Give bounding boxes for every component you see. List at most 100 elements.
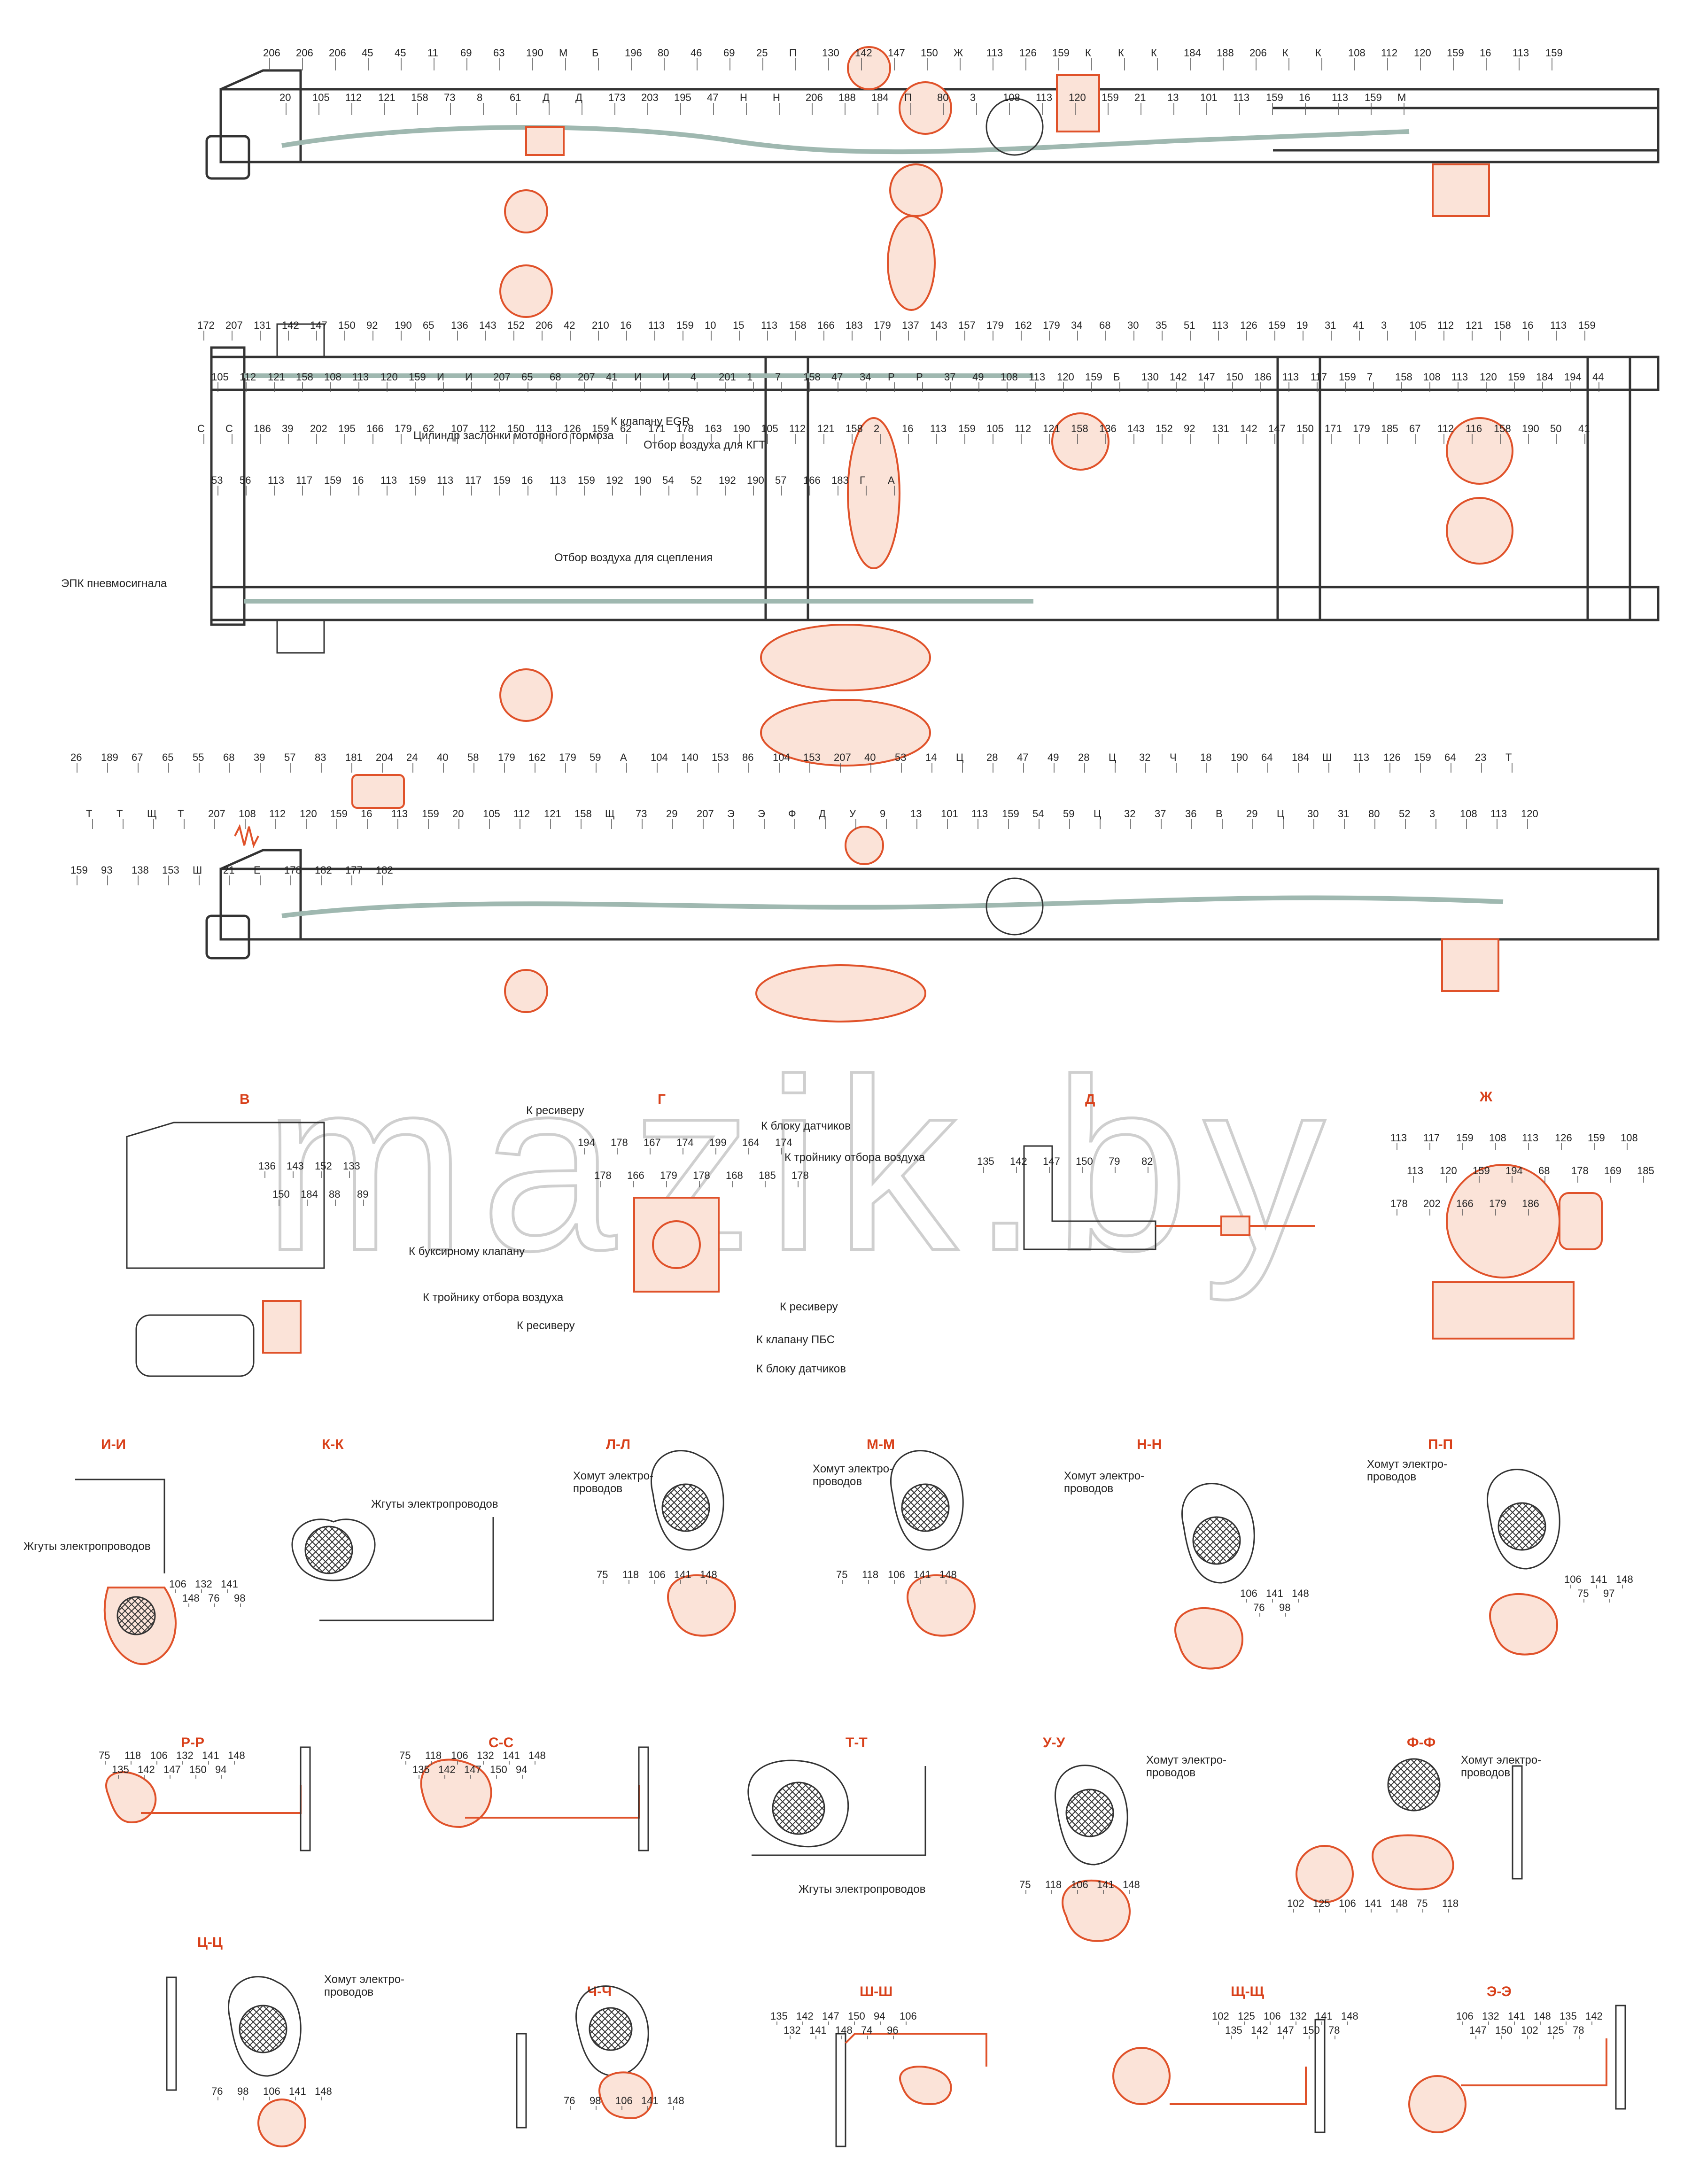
- callout-label: К: [1315, 47, 1321, 59]
- callout-label: 143: [479, 319, 497, 331]
- callout-label: 147: [1198, 371, 1215, 383]
- callout-label: 150: [848, 2010, 865, 2022]
- callout-label: 159: [1447, 47, 1464, 59]
- callout-label: 185: [1637, 1165, 1654, 1177]
- note-epk: ЭПК пневмосигнала: [61, 577, 167, 590]
- callout-label: 163: [705, 423, 722, 434]
- callout-label: 135: [1560, 2010, 1577, 2022]
- callout-label: 202: [1423, 1198, 1441, 1209]
- callout-label: 105: [483, 808, 500, 820]
- detail-g-title: Г: [658, 1092, 666, 1107]
- callout-label: 147: [1469, 2024, 1487, 2036]
- frame-web: [638, 1746, 649, 1851]
- hose-102: [1296, 1845, 1354, 1903]
- callout-label: 75: [1019, 1879, 1031, 1890]
- callout-label: 57: [284, 751, 295, 763]
- callout-label: 79: [1109, 1155, 1120, 1167]
- callout-label: 112: [1437, 319, 1454, 331]
- callout-label: 185: [1381, 423, 1398, 434]
- callout-label: С: [197, 423, 205, 434]
- callout-label: 159: [1268, 319, 1286, 331]
- callout-label: 162: [1015, 319, 1032, 331]
- callout-label: 142: [1585, 2010, 1603, 2022]
- detail-d-bracket: [1023, 1145, 1156, 1250]
- frame-rail-bottom: [219, 867, 1660, 941]
- harness: [661, 1483, 710, 1532]
- callout-label: 207: [493, 371, 511, 383]
- callout-label: Ц: [1277, 808, 1284, 820]
- callout-label: 150: [490, 1764, 507, 1775]
- callout-label: 192: [606, 474, 623, 486]
- callout-label: 113: [648, 319, 665, 331]
- callout-label: 147: [888, 47, 905, 59]
- clamp-red: [420, 1758, 492, 1828]
- callout-label: 16: [521, 474, 533, 486]
- callout-label: 147: [310, 319, 327, 331]
- callout-label: 113: [380, 474, 397, 486]
- callout-label: 179: [1043, 319, 1060, 331]
- callout-label: 152: [315, 1160, 332, 1172]
- callout-label: Ф: [788, 808, 796, 820]
- callout-label: 113: [971, 808, 988, 820]
- spring-40: [234, 824, 259, 848]
- callout-label: 179: [395, 423, 412, 434]
- callout-label: 47: [1017, 751, 1028, 763]
- callout-label: 210: [592, 319, 609, 331]
- callout-label: 13: [1167, 92, 1179, 103]
- callout-label: 131: [1212, 423, 1229, 434]
- middle-view: Цилиндр заслонки моторного тормоза К кла…: [61, 215, 1660, 767]
- callout-label: 29: [666, 808, 677, 820]
- callout-label: 150: [507, 423, 525, 434]
- callout-label: 54: [1032, 808, 1044, 820]
- callout-label: Б: [1113, 371, 1120, 383]
- callout-label: 63: [493, 47, 504, 59]
- callout-label: 177: [345, 864, 363, 876]
- callout-label: 141: [914, 1569, 931, 1580]
- callout-label: 141: [503, 1750, 520, 1761]
- harness: [1192, 1516, 1241, 1565]
- callout-label: 118: [862, 1569, 878, 1580]
- callout-label: 117: [465, 474, 481, 486]
- callout-label: Г: [860, 474, 865, 486]
- callout-label: 58: [467, 751, 479, 763]
- callout-label: 158: [789, 319, 807, 331]
- callout-label: 113: [535, 423, 552, 434]
- rear-rail-inner: [1273, 107, 1658, 152]
- callout-label: 113: [1490, 808, 1507, 820]
- callout-label: 159: [493, 474, 511, 486]
- callout-label: 125: [1547, 2024, 1564, 2036]
- callout-label: 178: [791, 1169, 809, 1181]
- callout-label: 116: [1466, 423, 1482, 434]
- callout-label: 32: [1124, 808, 1135, 820]
- callout-label: 143: [1127, 423, 1145, 434]
- callout-label: 186: [254, 423, 271, 434]
- callout-label: 204: [376, 751, 393, 763]
- callout-label: 142: [438, 1764, 456, 1775]
- callout-label: 112: [1381, 47, 1397, 59]
- callout-label: 169: [1604, 1165, 1622, 1177]
- callout-label: 148: [228, 1750, 245, 1761]
- callout-label: 142: [855, 47, 872, 59]
- front-bracket-top: [276, 323, 325, 358]
- crossmember-2: [1276, 356, 1321, 621]
- brake-chamber-top: [847, 46, 891, 90]
- detail-g-port: [652, 1220, 701, 1269]
- section-note-1: проводов: [1367, 1471, 1416, 1483]
- callout-label: 158: [1395, 371, 1412, 383]
- callout-label: 68: [550, 371, 561, 383]
- callout-label: 184: [1292, 751, 1309, 763]
- hose-102: [1408, 2075, 1466, 2133]
- callout-label: 182: [315, 864, 332, 876]
- callout-label: 150: [1226, 371, 1243, 383]
- callout-label: Щ: [605, 808, 615, 820]
- callout-label: К: [1151, 47, 1157, 59]
- tow-eye-b: [205, 914, 250, 960]
- callout-label: 150: [1076, 1155, 1093, 1167]
- callout-label: 52: [1399, 808, 1410, 820]
- callout-label: 158: [1494, 423, 1511, 434]
- callout-label: 105: [761, 423, 778, 434]
- callout-label: Н: [773, 92, 780, 103]
- pneumatic-hose-top: [281, 125, 1410, 155]
- callout-label: 75: [597, 1569, 608, 1580]
- callout-label: 3: [1381, 319, 1387, 331]
